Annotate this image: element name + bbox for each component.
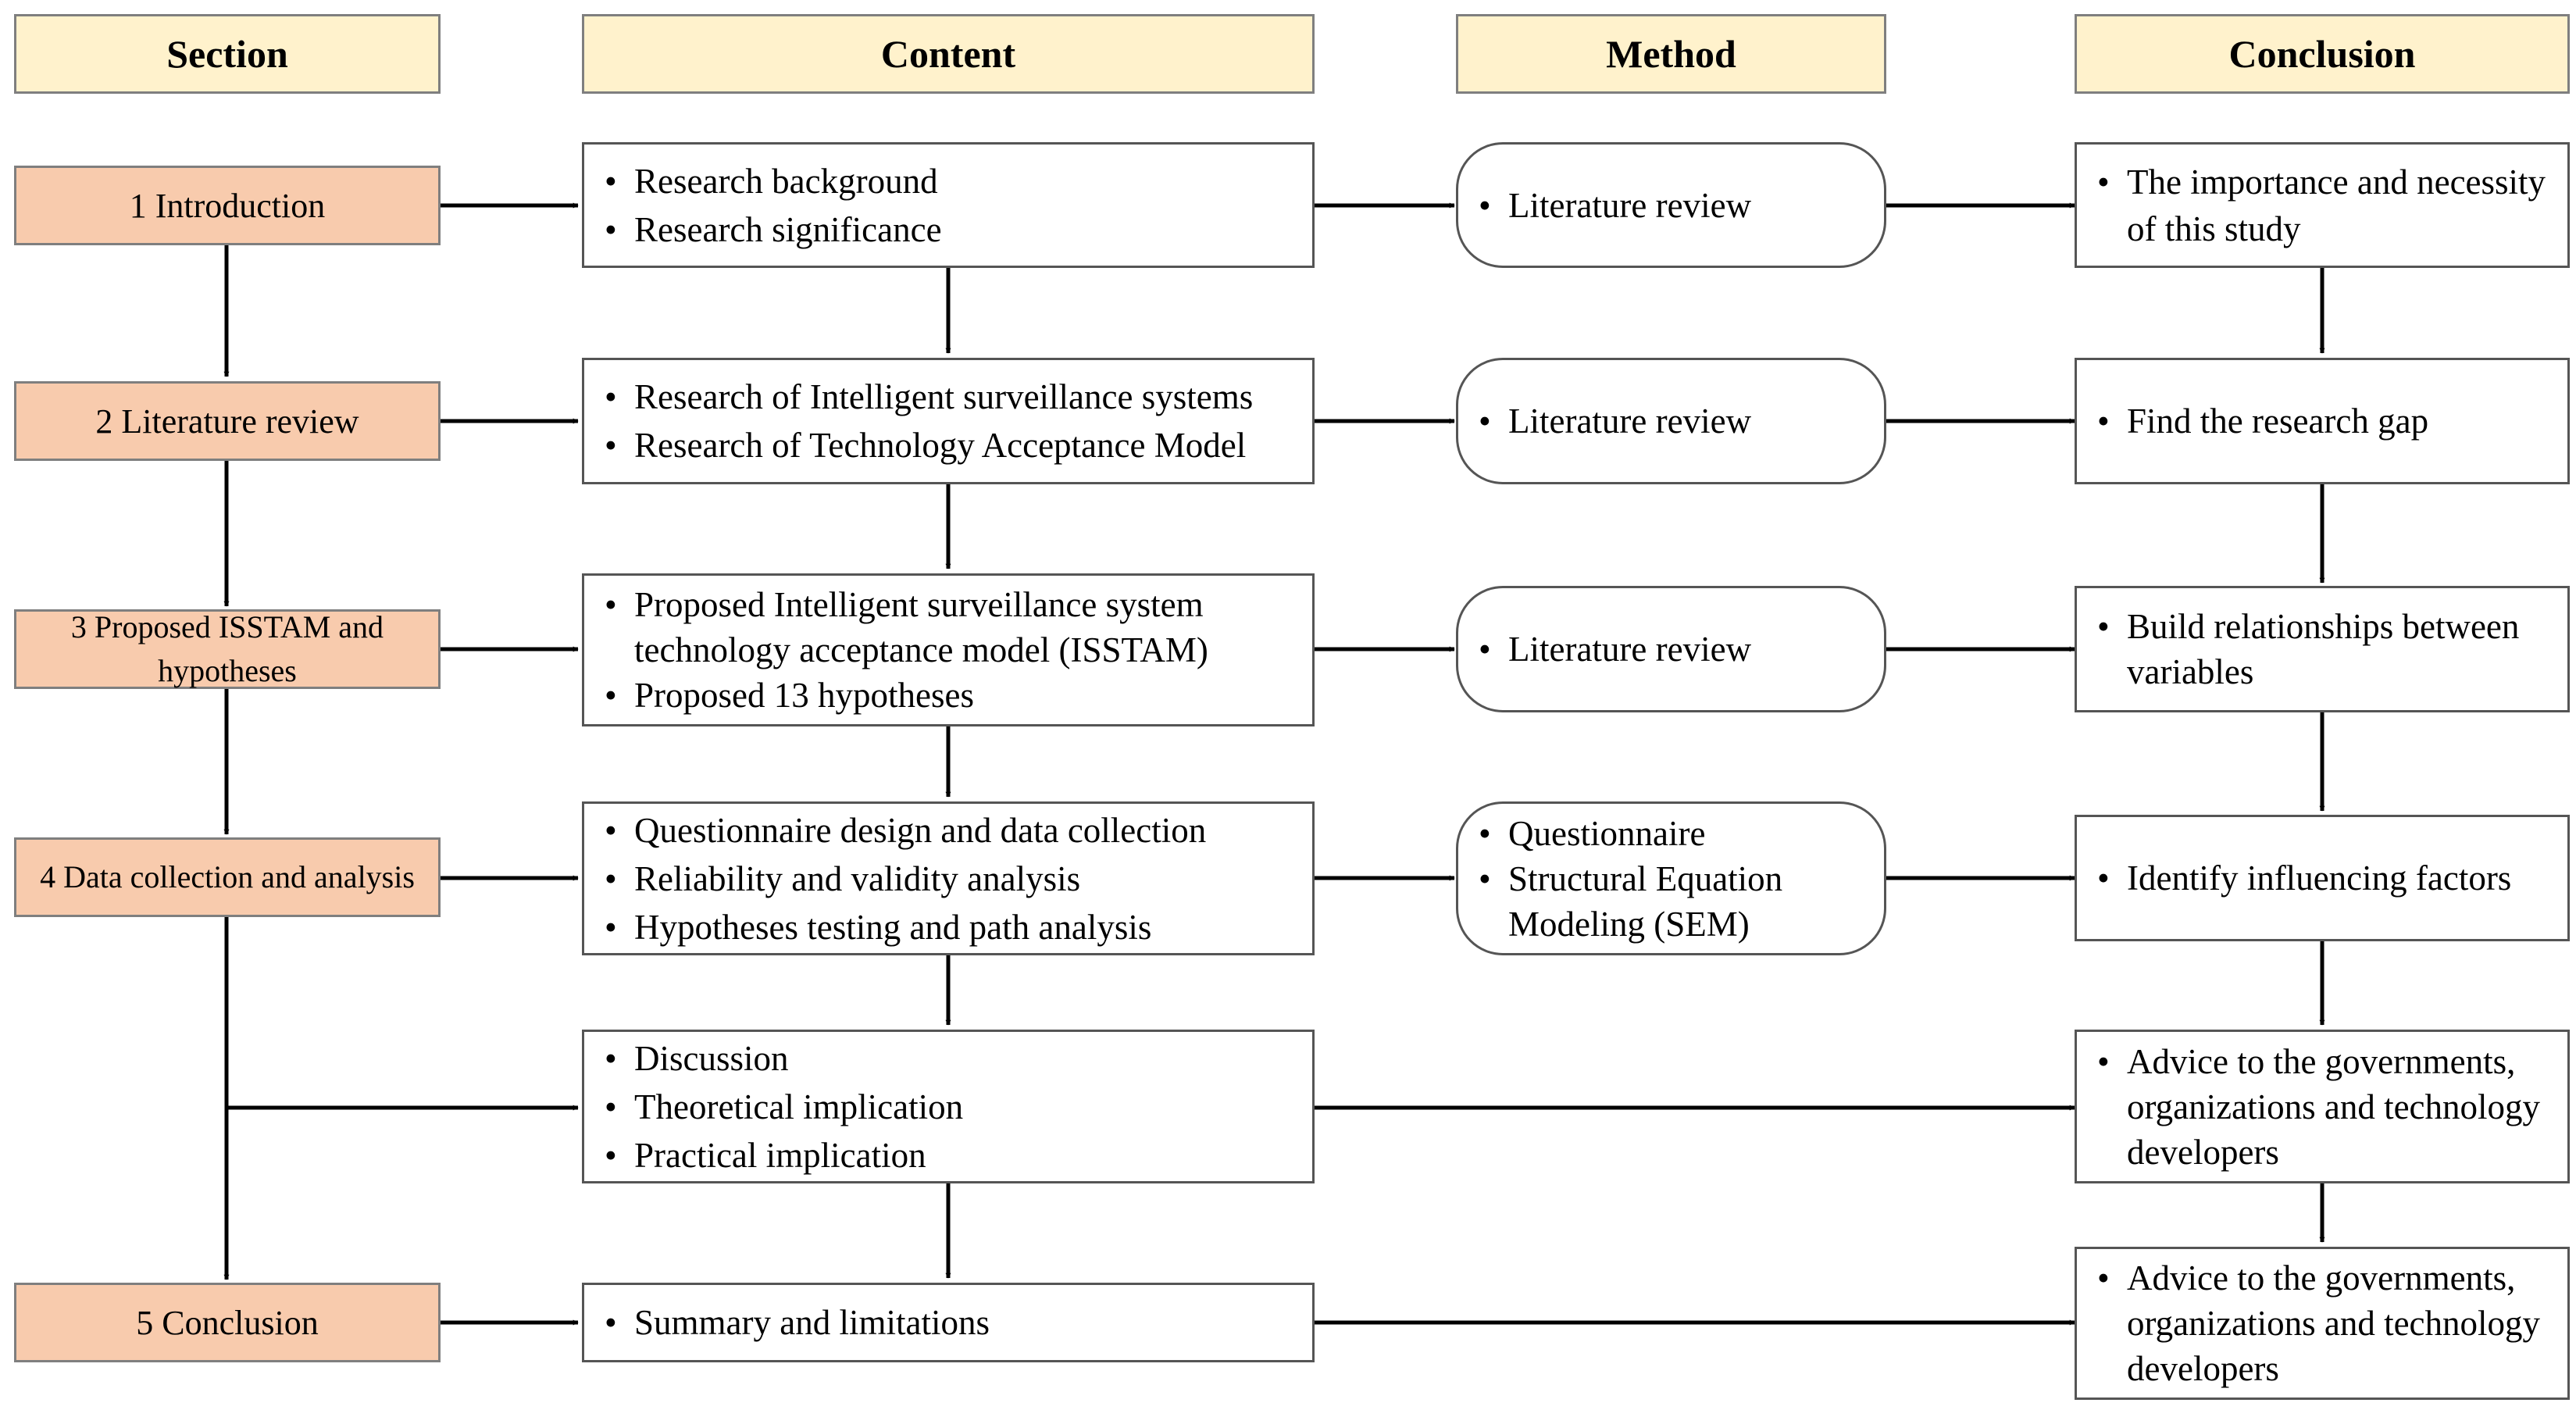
content-list-2: Research of Intelligent surveillance sys… xyxy=(605,373,1304,469)
list-item: Questionnaire xyxy=(1479,811,1876,856)
content-box-discussion: Discussion Theoretical implication Pract… xyxy=(582,1030,1315,1183)
content-box-5: Summary and limitations xyxy=(582,1283,1315,1362)
conclusion-box-4: Identify influencing factors xyxy=(2075,815,2570,941)
section-box-3: 3 Proposed ISSTAM and hypotheses xyxy=(14,609,441,689)
content-box-3: Proposed Intelligent surveillance system… xyxy=(582,573,1315,726)
list-item: Reliability and validity analysis xyxy=(605,855,1304,903)
section-box-4: 4 Data collection and analysis xyxy=(14,837,441,917)
list-item: Find the research gap xyxy=(2097,397,2560,445)
list-item: Literature review xyxy=(1479,397,1876,445)
content-list-5: Summary and limitations xyxy=(605,1298,1304,1347)
section-label-1: 1 Introduction xyxy=(129,186,326,225)
list-item: The importance and necessity of this stu… xyxy=(2097,159,2560,252)
conclusion-box-advice-1: Advice to the governments, organizations… xyxy=(2075,1030,2570,1183)
section-label-4: 4 Data collection and analysis xyxy=(40,859,415,894)
list-item: Hypotheses testing and path analysis xyxy=(605,903,1304,951)
list-item: Literature review xyxy=(1479,181,1876,230)
header-section-label: Section xyxy=(166,32,288,76)
list-item: Proposed Intelligent surveillance system… xyxy=(605,582,1304,673)
list-item: Research background xyxy=(605,157,1304,205)
list-item: Discussion xyxy=(605,1034,1304,1083)
list-item: Questionnaire design and data collection xyxy=(605,806,1304,855)
header-content-label: Content xyxy=(880,32,1016,76)
method-box-1: Literature review xyxy=(1456,142,1886,268)
section-box-5: 5 Conclusion xyxy=(14,1283,441,1362)
list-item: Research of Intelligent surveillance sys… xyxy=(605,373,1304,421)
method-box-3: Literature review xyxy=(1456,586,1886,712)
conclusion-box-3: Build relationships between variables xyxy=(2075,586,2570,712)
header-method-label: Method xyxy=(1606,32,1736,76)
content-list-discussion: Discussion Theoretical implication Pract… xyxy=(605,1034,1304,1180)
header-content: Content xyxy=(582,14,1315,94)
content-box-1: Research background Research significanc… xyxy=(582,142,1315,268)
list-item: Advice to the governments, organizations… xyxy=(2097,1039,2560,1175)
conclusion-list-2: Find the research gap xyxy=(2097,397,2560,445)
conclusion-list-1: The importance and necessity of this stu… xyxy=(2097,159,2560,252)
conclusion-list-advice-1: Advice to the governments, organizations… xyxy=(2097,1039,2560,1175)
method-list-1: Literature review xyxy=(1479,181,1876,230)
header-conclusion-label: Conclusion xyxy=(2228,32,2416,76)
conclusion-list-4: Identify influencing factors xyxy=(2097,854,2560,902)
section-label-2: 2 Literature review xyxy=(95,402,359,441)
content-box-2: Research of Intelligent surveillance sys… xyxy=(582,358,1315,484)
list-item: Research significance xyxy=(605,205,1304,254)
header-section: Section xyxy=(14,14,441,94)
list-item: Build relationships between variables xyxy=(2097,604,2560,694)
content-list-4: Questionnaire design and data collection… xyxy=(605,806,1304,951)
header-conclusion: Conclusion xyxy=(2075,14,2570,94)
conclusion-box-1: The importance and necessity of this stu… xyxy=(2075,142,2570,268)
conclusion-box-advice-2: Advice to the governments, organizations… xyxy=(2075,1247,2570,1400)
content-box-4: Questionnaire design and data collection… xyxy=(582,801,1315,955)
list-item: Research of Technology Acceptance Model xyxy=(605,421,1304,469)
conclusion-list-advice-2: Advice to the governments, organizations… xyxy=(2097,1255,2560,1391)
list-item: Summary and limitations xyxy=(605,1298,1304,1347)
method-list-3: Literature review xyxy=(1479,625,1876,673)
section-label-5: 5 Conclusion xyxy=(136,1303,319,1342)
list-item: Proposed 13 hypotheses xyxy=(605,673,1304,718)
list-item: Structural Equation Modeling (SEM) xyxy=(1479,856,1876,947)
list-item: Advice to the governments, organizations… xyxy=(2097,1255,2560,1391)
section-label-3: 3 Proposed ISSTAM and hypotheses xyxy=(70,609,384,688)
content-list-3: Proposed Intelligent surveillance system… xyxy=(605,582,1304,718)
method-box-4: Questionnaire Structural Equation Modeli… xyxy=(1456,801,1886,955)
method-list-4: Questionnaire Structural Equation Modeli… xyxy=(1479,811,1876,947)
section-box-2: 2 Literature review xyxy=(14,381,441,461)
method-box-2: Literature review xyxy=(1456,358,1886,484)
list-item: Theoretical implication xyxy=(605,1083,1304,1131)
conclusion-list-3: Build relationships between variables xyxy=(2097,604,2560,694)
section-box-1: 1 Introduction xyxy=(14,166,441,245)
content-list-1: Research background Research significanc… xyxy=(605,157,1304,254)
method-list-2: Literature review xyxy=(1479,397,1876,445)
list-item: Practical implication xyxy=(605,1131,1304,1180)
header-method: Method xyxy=(1456,14,1886,94)
list-item: Literature review xyxy=(1479,625,1876,673)
list-item: Identify influencing factors xyxy=(2097,854,2560,902)
conclusion-box-2: Find the research gap xyxy=(2075,358,2570,484)
